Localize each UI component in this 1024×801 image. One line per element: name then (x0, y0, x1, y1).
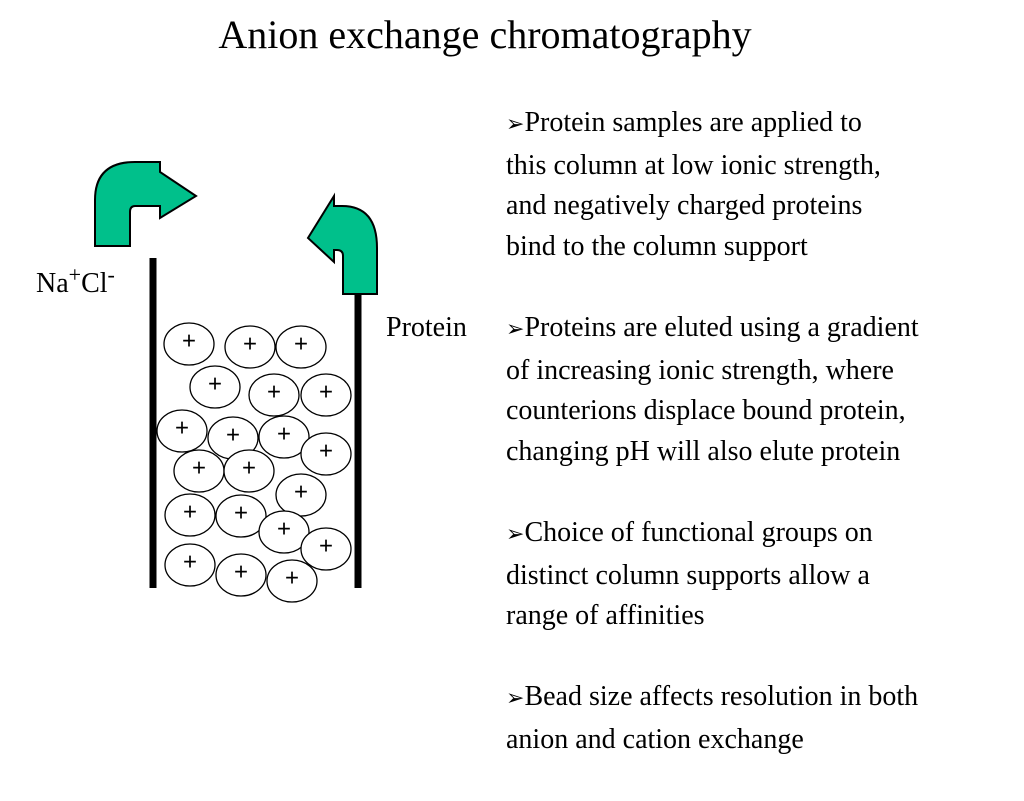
bead-charge: + (242, 454, 256, 481)
bead-circle (215, 494, 267, 538)
bead-circle (223, 449, 275, 493)
bead: + (164, 493, 216, 537)
bullet-line: distinct column supports allow a (506, 559, 870, 591)
bead-circle (189, 365, 241, 409)
bead-circle (164, 493, 216, 537)
bead-charge: + (294, 330, 308, 357)
bead-group: ++++++++++++++++++++ (156, 322, 352, 603)
bead-charge: + (243, 330, 257, 357)
bead-circle (300, 373, 352, 417)
bead: + (266, 559, 318, 603)
bullet-line: anion and cation exchange (506, 723, 804, 755)
bead-circle (275, 325, 327, 369)
bead-charge: + (277, 515, 291, 542)
protein-arrow (306, 192, 378, 295)
bead: + (223, 449, 275, 493)
bullet-line: changing pH will also elute protein (506, 435, 901, 467)
page-title: Anion exchange chromatography (218, 12, 752, 57)
bullet-arrow-icon: ➢ (506, 112, 525, 137)
bullet-arrow-icon: ➢ (506, 686, 525, 712)
bullet-text: Protein samples are applied to (524, 107, 862, 138)
bead: + (300, 432, 352, 476)
bead-circle (266, 559, 318, 603)
bullet-line: this column at low ionic strength, (506, 149, 881, 181)
bullet-text: Choice of functional groups on (524, 516, 873, 548)
bullet-text: Bead size affects resolution in both (524, 681, 919, 713)
bead-charge: + (285, 564, 299, 591)
bead: + (189, 365, 241, 409)
bead-charge: + (294, 478, 308, 505)
bullet-line: ➢Proteins are eluted using a gradient (506, 308, 1021, 351)
bead: + (163, 322, 215, 366)
bead-charge: + (208, 370, 222, 397)
bullet-line: of increasing ionic strength, where (506, 354, 894, 386)
bead-circle (258, 510, 310, 554)
bullet-line: range of affinities (506, 600, 705, 632)
bead-charge: + (319, 378, 333, 405)
protein-label: Protein (386, 312, 467, 343)
bead-charge: + (319, 437, 333, 464)
bead-charge: + (277, 420, 291, 447)
bead-circle (300, 527, 352, 571)
bead: + (258, 510, 310, 554)
nacl-label: Na+Cl- (36, 264, 115, 304)
bead: + (156, 409, 208, 453)
bead: + (215, 494, 267, 538)
bead-circle (215, 553, 267, 597)
bullet-arrow-icon: ➢ (506, 521, 525, 547)
bullet-item: ➢Proteins are eluted using a gradient of… (506, 308, 1021, 472)
bullet-line: counterions displace bound protein, (506, 395, 906, 427)
bead-charge: + (226, 421, 240, 448)
na-text: Na (36, 268, 69, 299)
bead: + (248, 373, 300, 417)
bead: + (300, 373, 352, 417)
bead-charge: + (183, 498, 197, 525)
na-charge: + (68, 262, 82, 287)
bullet-item: ➢Bead size affects resolution in both an… (506, 677, 1021, 760)
bead-charge: + (183, 548, 197, 575)
bead: + (275, 325, 327, 369)
bead-circle (300, 432, 352, 476)
bullet-item: ➢Protein samples are applied to this col… (506, 103, 1021, 267)
bead-circle (164, 543, 216, 587)
bead-circle (248, 373, 300, 417)
bullet-line: bind to the column support (506, 230, 808, 262)
bullet-line: ➢Choice of functional groups on (506, 513, 1021, 556)
bullet-item: ➢Choice of functional groups on distinct… (506, 513, 1021, 637)
bead-circle (163, 322, 215, 366)
bead-circle (224, 325, 276, 369)
bead-charge: + (192, 454, 206, 481)
bead-charge: + (234, 499, 248, 526)
bead-circle (156, 409, 208, 453)
bead: + (275, 473, 327, 517)
bullet-line: and negatively charged proteins (506, 190, 863, 222)
bead: + (215, 553, 267, 597)
bead: + (164, 543, 216, 587)
bullet-line: ➢Bead size affects resolution in both (506, 677, 1021, 720)
cl-charge: - (107, 262, 115, 287)
bullet-list: ➢Protein samples are applied to this col… (506, 103, 1021, 801)
bead-circle (258, 415, 310, 459)
cl-text: Cl (81, 268, 108, 299)
bead-charge: + (267, 378, 281, 405)
bead-charge: + (182, 327, 196, 354)
bead-charge: + (319, 532, 333, 559)
bullet-arrow-icon: ➢ (506, 316, 525, 342)
bead: + (224, 325, 276, 369)
bead-charge: + (234, 558, 248, 585)
nacl-arrow (94, 161, 198, 247)
bead: + (300, 527, 352, 571)
bead: + (173, 449, 225, 493)
bead: + (258, 415, 310, 459)
bead-charge: + (175, 414, 189, 441)
bullet-text: Proteins are eluted using a gradient (524, 311, 919, 343)
column-diagram: ++++++++++++++++++++ (94, 161, 378, 603)
bullet-line: ➢Protein samples are applied to (506, 103, 1021, 146)
